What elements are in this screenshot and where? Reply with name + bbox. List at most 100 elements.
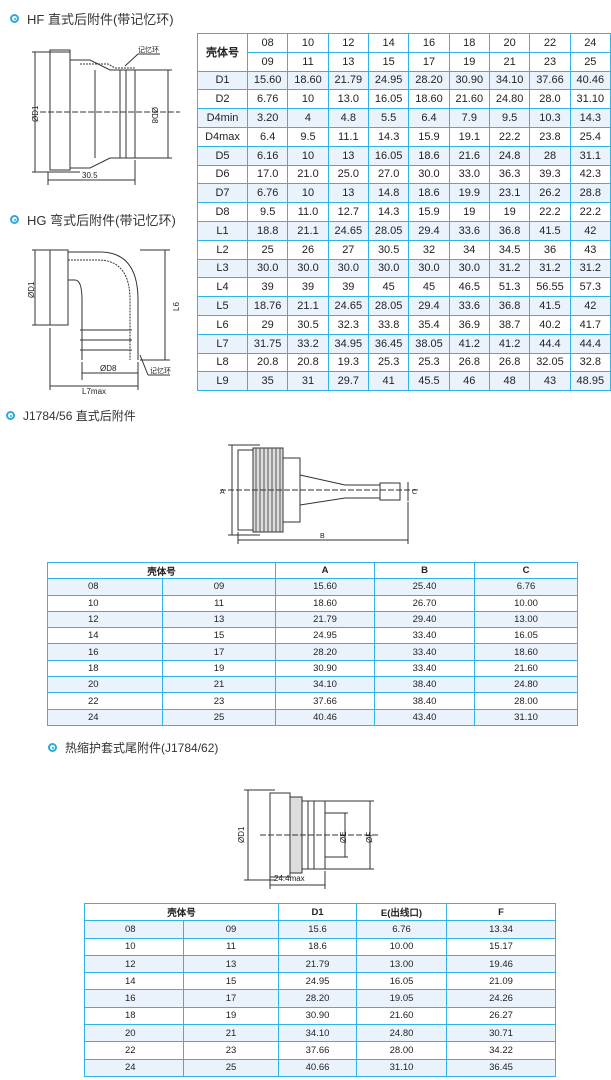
table-cell: 26.8 xyxy=(488,352,531,373)
shell-size: 15 xyxy=(367,51,410,72)
row-label: L2 xyxy=(197,239,248,260)
table-cell: 31.2 xyxy=(488,258,531,279)
table-cell: 28.05 xyxy=(367,296,410,316)
table-cell: 38.40 xyxy=(374,692,476,710)
table-cell: 33.6 xyxy=(448,220,490,241)
section-heading-hg: HG 弯式后附件(带记忆环) xyxy=(10,210,176,229)
table-cell: 48 xyxy=(488,371,531,392)
table-cell: 45 xyxy=(408,277,450,298)
table-cell: 28.00 xyxy=(356,1041,448,1060)
row-label: D2 xyxy=(197,89,248,110)
hf-length-label: 30.5 xyxy=(82,171,98,180)
table-cell: 36.3 xyxy=(488,164,531,185)
table-cell: 37.66 xyxy=(275,692,376,710)
table-cell: 21.0 xyxy=(287,164,329,185)
shell-size: 18 xyxy=(448,33,490,53)
table-cell: 24 xyxy=(84,1058,184,1077)
table-cell: 24.80 xyxy=(488,89,531,110)
table-cell: 35.4 xyxy=(408,314,450,335)
table-cell: 24 xyxy=(47,708,163,726)
table-cell: 15.9 xyxy=(408,126,450,147)
section-heading-j56: J1784/56 直式后附件 xyxy=(6,407,136,424)
table-cell: 15 xyxy=(161,627,277,645)
table-cell: 15.17 xyxy=(446,937,557,956)
table-cell: 33.40 xyxy=(374,659,476,678)
table-cell: 23.1 xyxy=(488,183,531,204)
table-cell: 13 xyxy=(327,183,369,204)
table-cell: 36.45 xyxy=(446,1058,557,1077)
table-cell: 15.6 xyxy=(278,920,358,939)
table-cell: 21.1 xyxy=(287,220,329,241)
table-cell: 56.55 xyxy=(529,277,571,298)
table-cell: 16 xyxy=(47,643,163,661)
table-cell: 4 xyxy=(287,108,329,128)
section-title: 热缩护套式尾附件(J1784/62) xyxy=(65,741,219,755)
table-cell: 36.8 xyxy=(488,220,531,241)
table-cell: 42.3 xyxy=(569,164,611,185)
column-header: C xyxy=(474,561,579,580)
table-cell: 22.2 xyxy=(529,202,571,222)
j62-length-label: 24.4max xyxy=(274,874,305,883)
table-cell: 21.60 xyxy=(356,1006,448,1026)
table-cell: 23.8 xyxy=(529,126,571,147)
table-cell: 25.40 xyxy=(374,578,476,596)
table-cell: 21 xyxy=(182,1024,280,1043)
bullet-icon xyxy=(48,743,57,752)
shell-size: 23 xyxy=(529,51,571,72)
table-cell: 37.66 xyxy=(529,70,571,91)
column-header: A xyxy=(275,561,376,580)
table-cell: 30.0 xyxy=(408,164,450,185)
table-cell: 18.76 xyxy=(246,296,289,316)
table-cell: 18 xyxy=(84,1006,184,1026)
table-cell: 24.80 xyxy=(474,676,579,694)
row-label: L8 xyxy=(197,352,248,373)
table-cell: 39 xyxy=(327,277,369,298)
shell-size: 14 xyxy=(367,33,410,53)
table-cell: 14.3 xyxy=(367,126,410,147)
row-label: L9 xyxy=(197,371,248,392)
hg-l7-label: L7max xyxy=(82,387,106,395)
hg-diagram: ØD1 L6 ØD8 L7max 记忆环 xyxy=(27,249,181,395)
table-cell: 29.4 xyxy=(408,220,450,241)
table-cell: 13 xyxy=(182,954,280,974)
table-cell: 20 xyxy=(84,1024,184,1043)
table-cell: 26.8 xyxy=(448,352,490,373)
column-header: B xyxy=(374,561,476,580)
table-cell: 16.05 xyxy=(474,627,579,645)
table-cell: 41.2 xyxy=(488,333,531,354)
column-header: 壳体号 xyxy=(46,561,277,580)
table-cell: 33.40 xyxy=(374,643,476,661)
table-cell: 09 xyxy=(182,920,280,939)
table-cell: 15 xyxy=(182,972,280,991)
table-cell: 6.16 xyxy=(246,145,289,166)
table-cell: 40.46 xyxy=(569,70,611,91)
section-title: HF 直式后附件(带记忆环) xyxy=(27,12,174,27)
j62-diagram: ØD1 ØE ØF 24.4max xyxy=(237,789,380,889)
row-label: L4 xyxy=(197,277,248,298)
table-cell: 24.95 xyxy=(367,70,410,91)
table-cell: 33.2 xyxy=(287,333,329,354)
table-cell: 08 xyxy=(84,920,184,939)
table-cell: 6.4 xyxy=(246,126,289,147)
table-cell: 32.3 xyxy=(327,314,369,335)
table-cell: 18.60 xyxy=(287,70,329,91)
table-cell: 48.95 xyxy=(569,371,611,392)
table-cell: 22.2 xyxy=(569,202,611,222)
table-cell: 14.3 xyxy=(367,202,410,222)
table-cell: 43.40 xyxy=(374,708,476,726)
table-cell: 28.8 xyxy=(569,183,611,204)
table-cell: 11.0 xyxy=(287,202,329,222)
shell-size: 16 xyxy=(408,33,450,53)
hf-d8-label: ØD8 xyxy=(150,107,159,124)
table-cell: 21.09 xyxy=(446,972,557,991)
